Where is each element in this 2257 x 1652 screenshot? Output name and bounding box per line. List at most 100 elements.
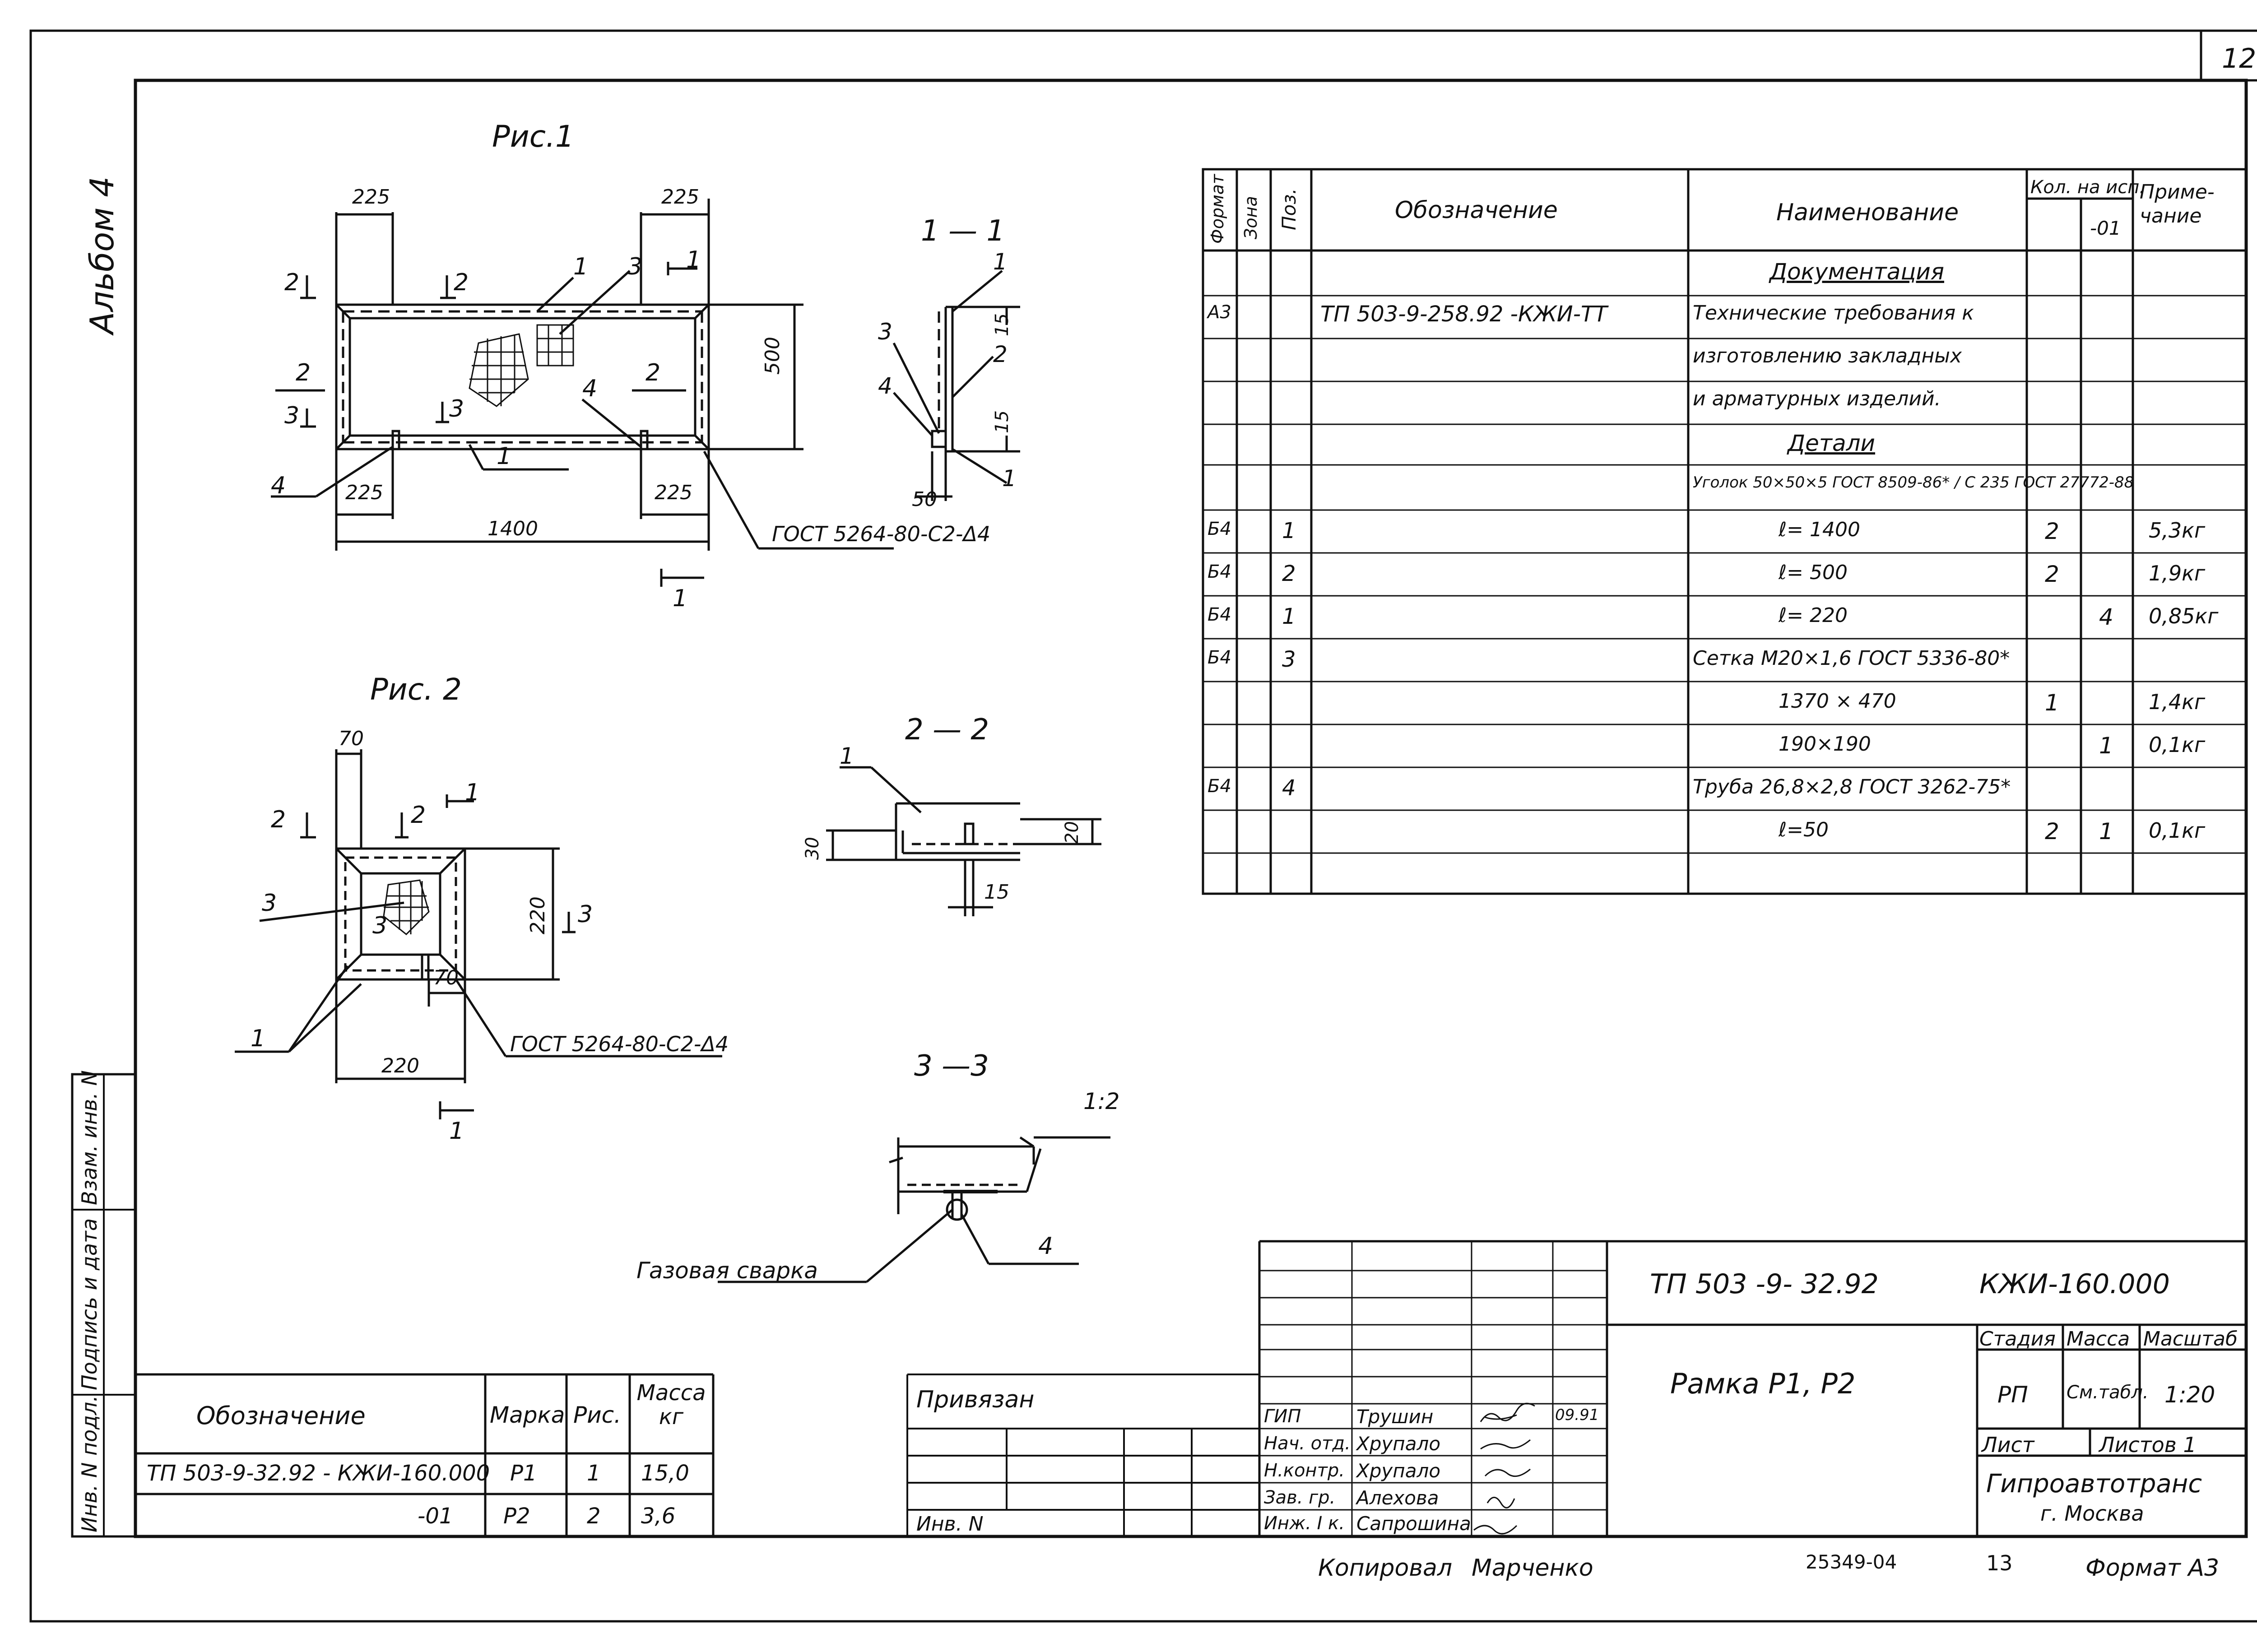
title-mass: См.табл.	[2067, 1382, 2149, 1403]
spec-row-11-name: 1370 × 470	[1779, 690, 1896, 713]
spec-row-7-note: 5,3кг	[2149, 518, 2206, 543]
spec-row-11-q1: 1	[2045, 690, 2059, 716]
spec-row-8-q1: 2	[2045, 561, 2059, 587]
fig1-sec-3b: 3	[449, 395, 464, 422]
sec11-label-e: 4	[878, 373, 892, 399]
marks-row1-fig: 1	[587, 1461, 601, 1486]
spec-row-9-format: Б4	[1207, 604, 1231, 625]
fig1-cut: 1	[673, 585, 688, 612]
fig2-cut: 1	[449, 1118, 464, 1145]
fig2-weld: ГОСТ 5264-80-С2-Δ4	[510, 1032, 729, 1056]
fig1-callout-1b: 1	[497, 443, 512, 470]
spec-row-12-name: 190×190	[1779, 733, 1871, 756]
spec-row-8-pos: 2	[1282, 561, 1296, 586]
marks-h-fig: Рис.	[573, 1402, 622, 1428]
spec-row-14-q2: 1	[2099, 818, 2113, 845]
fig2-sec-3a: 3	[578, 901, 593, 928]
sec11-label-d: 3	[878, 319, 892, 345]
fig1-sec-3a: 3	[284, 402, 300, 429]
person-1-name: Трушин	[1356, 1406, 1434, 1428]
spec-row-10-name: Сетка М20×1,6 ГОСТ 5336-80*	[1693, 647, 2010, 670]
fig1-callout-4a: 4	[582, 375, 598, 402]
sec22-dim-15: 15	[984, 881, 1009, 904]
spec-table-grid	[1202, 168, 2247, 895]
spec-h-note: Приме-чание	[2140, 181, 2215, 227]
spec-row-14-q1: 2	[2045, 818, 2059, 845]
title-code: ТП 503 -9- 32.92	[1650, 1268, 1879, 1300]
spec-row-1-name: Документация	[1769, 259, 1944, 285]
marks-row2-mass: 3,6	[641, 1504, 676, 1529]
marks-row2-fig: 2	[587, 1504, 601, 1529]
fig1-dim-1400: 1400	[488, 517, 538, 540]
spec-row-3-name: изготовлению закладных	[1693, 344, 1962, 367]
privyazan-label: Привязан	[916, 1386, 1035, 1413]
marks-row1-mass: 15,0	[641, 1461, 689, 1486]
sec11-label-b: 1	[1002, 465, 1017, 492]
spec-row-4-name: и арматурных изделий.	[1693, 387, 1941, 410]
title-stage: РП	[1997, 1382, 2028, 1408]
footer-copied: Копировал	[1318, 1555, 1453, 1582]
fig1-sec-1a: 1	[686, 246, 701, 274]
title-org: Гипроавтотранс	[1986, 1469, 2202, 1499]
person-1-date: 09.91	[1555, 1406, 1599, 1424]
fig2-sec-1: 1	[465, 779, 480, 806]
sec11-label-c: 2	[993, 341, 1008, 367]
person-2-role: Нач. отд.	[1264, 1433, 1351, 1454]
fig1-sec-2b: 2	[454, 269, 469, 296]
marks-h-mark: Марка	[490, 1402, 565, 1428]
spec-row-9-name: ℓ= 220	[1779, 604, 1848, 627]
footer-format: Формат А3	[2085, 1555, 2220, 1582]
marks-h-mass: Масса кг	[636, 1380, 706, 1429]
fig1-sec-2c: 2	[296, 359, 311, 386]
spec-row-8-note: 1,9кг	[2149, 561, 2206, 585]
title-stage-header: Стадия	[1979, 1327, 2056, 1350]
sec11-label-a: 1	[993, 249, 1008, 275]
fig1-callout-4b: 4	[271, 472, 286, 499]
marks-row2-mark: Р2	[503, 1504, 530, 1529]
fig2-sec-3b: 3	[372, 912, 388, 939]
spec-row-2-format: А3	[1207, 302, 1231, 323]
title-mass-header: Масса	[2067, 1327, 2130, 1350]
person-2-name: Хрупало	[1356, 1433, 1441, 1455]
fig2-callout-1: 1	[251, 1025, 266, 1052]
fig1-sec-2a: 2	[284, 269, 300, 296]
spec-row-14-note: 0,1кг	[2149, 818, 2206, 843]
sec22-label-a: 1	[840, 743, 854, 769]
fig2-dim-70a: 70	[339, 727, 364, 750]
sec33-weld: Газовая сварка	[636, 1258, 818, 1284]
footer-page: 13	[1986, 1551, 2013, 1575]
spec-row-9-q2: 4	[2099, 604, 2113, 630]
spec-row-12-note: 0,1кг	[2149, 733, 2206, 757]
spec-row-6-name: Уголок 50×50×5 ГОСТ 8509-86* / С 235 ГОС…	[1693, 473, 2134, 492]
footer-code: 25349-04	[1806, 1551, 1897, 1573]
spec-row-13-format: Б4	[1207, 776, 1231, 797]
fig1-sec-2d: 2	[646, 359, 661, 386]
fig1-title: Рис.1	[492, 119, 574, 154]
spec-row-10-pos: 3	[1282, 647, 1296, 672]
spec-row-11-note: 1,4кг	[2149, 690, 2206, 714]
spec-row-2-name: Технические требования к	[1693, 302, 1974, 325]
fig1-dim-225-d: 225	[655, 481, 692, 504]
fig2-sec-2a: 2	[271, 806, 286, 833]
marks-row1-mark: Р1	[510, 1461, 537, 1486]
person-4-name: Алехова	[1356, 1487, 1439, 1509]
title-name: Рамка Р1, Р2	[1670, 1367, 1856, 1400]
spec-row-7-name: ℓ= 1400	[1779, 518, 1861, 541]
person-3-name: Хрупало	[1356, 1460, 1441, 1482]
person-5-name: Сапрошина	[1356, 1513, 1471, 1535]
spec-row-8-name: ℓ= 500	[1779, 561, 1848, 584]
spec-row-7-pos: 1	[1282, 518, 1296, 543]
fig2-callout-3: 3	[262, 890, 277, 917]
spec-row-8-format: Б4	[1207, 561, 1231, 582]
section-3-3-drawing	[718, 1136, 1110, 1283]
sec33-label-4: 4	[1038, 1233, 1054, 1260]
title-scale-header: Масштаб	[2143, 1327, 2238, 1350]
fig2-sec-2b: 2	[411, 802, 426, 829]
spec-h-name: Наименование	[1776, 199, 1959, 226]
sheet-number: 12	[2222, 43, 2257, 74]
spec-row-12-q2: 1	[2099, 733, 2113, 759]
fig1-callout-3: 3	[627, 253, 643, 280]
fig2-drawing	[235, 749, 722, 1119]
section-1-1-drawing	[892, 270, 1020, 501]
